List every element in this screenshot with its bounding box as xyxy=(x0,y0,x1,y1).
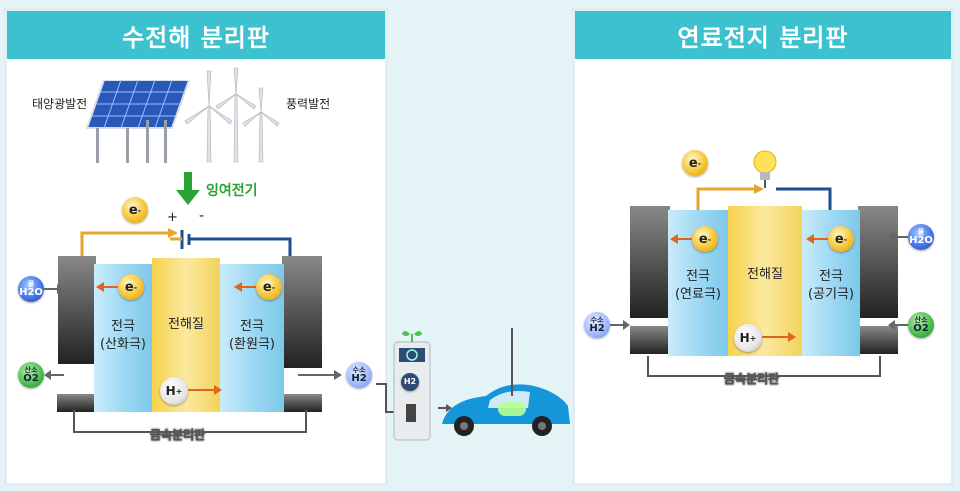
fuel-electrode-label: 전극(연료극) xyxy=(674,269,722,302)
right-arrow-icon xyxy=(762,332,796,342)
right-separator-plate-d xyxy=(858,326,898,354)
left-arrow-icon xyxy=(670,234,692,244)
left-arrow-icon xyxy=(888,232,908,242)
electron-icon: e- xyxy=(692,226,718,252)
proton-icon: H+ xyxy=(160,377,188,405)
reduction-electrode-label: 전극(환원극) xyxy=(228,319,276,352)
solar-panel-icon xyxy=(85,80,191,163)
light-bulb-icon xyxy=(753,150,777,188)
solar-power-label: 태양광발전 xyxy=(32,97,88,111)
right-arrow-icon xyxy=(610,320,630,330)
metal-plate-bracket xyxy=(647,356,881,377)
left-arrow-icon xyxy=(96,282,118,292)
right-arrow-icon xyxy=(188,385,222,395)
electrolysis-title: 수전해 분리판 xyxy=(7,11,385,59)
fuel-cell-title: 연료전지 분리판 xyxy=(575,11,951,59)
left-arrow-icon xyxy=(44,370,64,380)
surplus-arrow-icon xyxy=(176,172,200,205)
left-separator-plate-a xyxy=(58,256,96,364)
wind-turbine-icon xyxy=(184,67,280,163)
right-separator-plate-c xyxy=(858,206,898,318)
fuel-cell-circuit xyxy=(696,184,832,215)
electrolysis-electrolyte-label: 전해질 xyxy=(168,317,204,332)
right-separator-plate-b xyxy=(630,326,670,354)
right-separator-plate-a xyxy=(630,206,670,318)
metal-separator-label: 금속분리판 xyxy=(150,428,206,443)
electron-icon: e- xyxy=(682,150,708,176)
surplus-electricity-label: 잉여전기 xyxy=(206,183,258,199)
right-arrow-icon xyxy=(44,284,64,294)
hydrogen-station-icon xyxy=(376,328,570,441)
electron-icon: e- xyxy=(122,197,148,223)
plus-sign: + xyxy=(167,210,178,225)
left-separator-plate-c xyxy=(282,256,322,368)
electrolysis-circuit xyxy=(80,228,292,261)
left-arrow-icon xyxy=(806,234,828,244)
metal-plate-bracket xyxy=(73,410,307,433)
right-arrow-icon xyxy=(298,370,342,380)
left-separator-plate-b xyxy=(57,394,97,412)
minus-sign: - xyxy=(199,208,205,224)
electron-icon: e- xyxy=(828,226,854,252)
left-arrow-icon xyxy=(234,282,256,292)
air-electrode-label: 전극(공기극) xyxy=(807,269,855,302)
electron-icon: e- xyxy=(118,274,144,300)
proton-icon: H+ xyxy=(734,324,762,352)
metal-separator-label: 금속분리판 xyxy=(724,372,780,387)
left-separator-plate-d xyxy=(282,394,322,412)
oxidation-electrode-label: 전극(산화극) xyxy=(99,319,147,352)
electron-icon: e- xyxy=(256,274,282,300)
h2-station-badge: H2 xyxy=(401,373,419,391)
wind-power-label: 풍력발전 xyxy=(286,97,331,111)
fuel-cell-electrolyte-label: 전해질 xyxy=(747,267,783,282)
left-arrow-icon xyxy=(888,320,908,330)
